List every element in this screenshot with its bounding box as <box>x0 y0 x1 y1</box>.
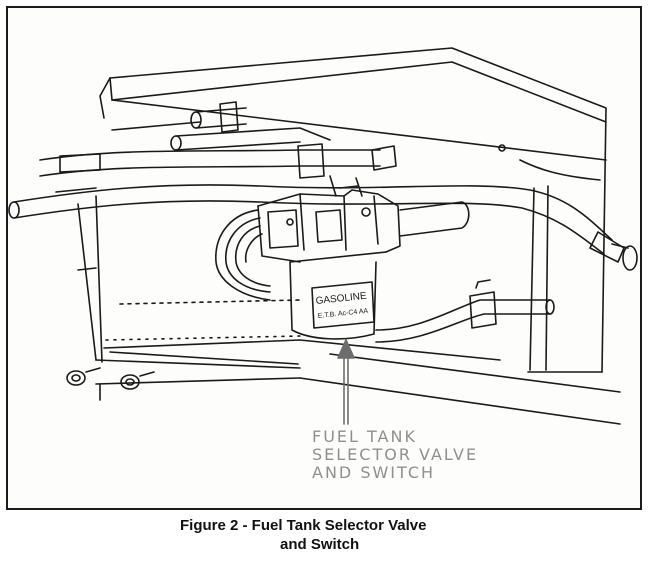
hose-right <box>8 184 638 271</box>
selector-valve-body <box>257 175 470 340</box>
caption-line-1: Figure 2 - Fuel Tank Selector Valve <box>180 517 427 534</box>
callout-line-3: AND SWITCH <box>312 463 436 482</box>
figure-caption: Figure 2 - Fuel Tank Selector Valve and … <box>180 516 426 554</box>
callout-line-1: FUEL TANK <box>312 427 417 446</box>
callout-line-2: SELECTOR VALVE <box>312 445 479 464</box>
fuel-line-upper <box>39 101 397 179</box>
mounting-bolts <box>66 367 155 390</box>
caption-line-2: and Switch <box>280 536 360 553</box>
frame-rail <box>55 47 621 425</box>
hose-lower-right <box>375 279 555 343</box>
valve-label-code: E.T.B. Ac-C4 AA <box>317 308 368 320</box>
callout-arrow <box>337 339 355 425</box>
callout-label: FUEL TANK SELECTOR VALVE AND SWITCH <box>312 428 478 482</box>
valve-label-gasoline: GASOLINE <box>315 291 367 307</box>
wire-harness <box>215 209 271 301</box>
